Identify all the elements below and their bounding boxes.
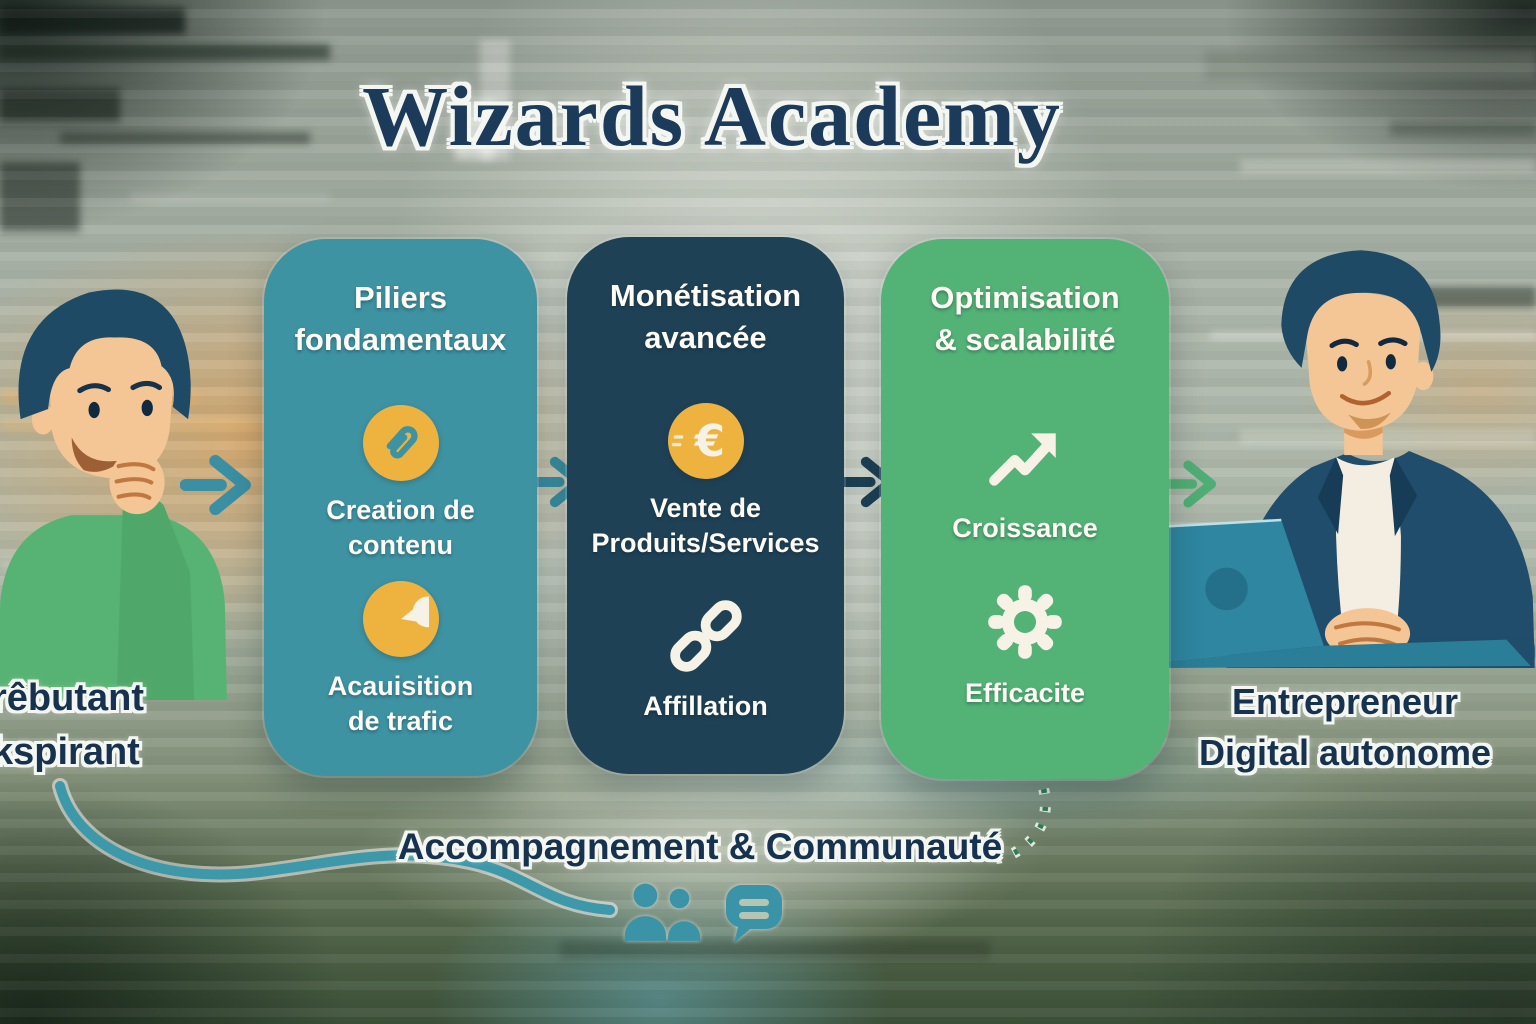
chat-bubble-icon	[726, 885, 782, 943]
pie-chart-icon	[362, 580, 439, 657]
svg-text:€: €	[693, 416, 724, 467]
card-item-label: Croissance	[952, 512, 1098, 543]
card-title: Monétisation avancée	[609, 278, 802, 355]
footer-label: Accompagnement & Communauté	[397, 826, 1003, 867]
glitch-stripe	[560, 940, 990, 960]
glitch-stripe	[455, 100, 495, 160]
arrow-right-icon	[1162, 460, 1217, 508]
card-item-label: Creation de contenu	[326, 494, 475, 560]
card-title: Optimisation & scalabilité	[930, 280, 1120, 357]
beginner-illustration	[0, 289, 227, 700]
glitch-stripe	[0, 8, 185, 34]
gear-icon	[988, 585, 1062, 659]
page-title: Wizards Academy	[362, 68, 1062, 164]
card-optimisation-scalabilite: Optimisation & scalabilité Croissance Ef…	[881, 239, 1169, 779]
dotted-connector-casing	[984, 769, 1051, 865]
glitch-stripe	[130, 192, 330, 202]
beginner-label-line1: rêbutant	[0, 677, 144, 719]
entrepreneur-illustration	[1137, 250, 1535, 668]
glitch-stripe	[1240, 160, 1536, 172]
arrow-right-icon	[180, 454, 251, 516]
glitch-stripe	[60, 132, 310, 144]
card-item-label: Acauisition de trafic	[327, 670, 474, 736]
beginner-label-line2: kspirant	[0, 730, 140, 773]
beginner-label: rêbutant kspirant	[0, 672, 144, 780]
entrepreneur-label: Entrepreneur Digital autonome	[1199, 676, 1491, 778]
euro-coin-icon: €	[667, 402, 744, 479]
entrepreneur-label-line2: Digital autonome	[1198, 732, 1492, 774]
card-item-label: Vente de Produits/Services	[591, 492, 820, 558]
paperclip-icon	[362, 404, 439, 481]
community-curve	[55, 781, 615, 915]
glitch-stripe	[1240, 430, 1536, 444]
card-item-label: Efficacite	[964, 677, 1086, 708]
card-monetisation-avancee: Monétisation avancée € Vente de Produits…	[567, 237, 844, 774]
glitch-stripe	[480, 40, 510, 160]
chain-link-icon	[669, 600, 742, 672]
glitch-stripe	[0, 88, 120, 122]
card-item-label: Affillation	[643, 690, 768, 721]
glitch-stripe	[1205, 50, 1536, 80]
glitch-stripe	[1390, 120, 1536, 136]
people-icon	[624, 883, 701, 941]
trending-up-icon	[989, 433, 1056, 486]
entrepreneur-label-line1: Entrepreneur	[1231, 681, 1459, 722]
card-piliers-fondamentaux: Piliers fondamentaux Creation de contenu…	[264, 239, 537, 776]
glitch-stripe	[0, 44, 330, 60]
glitch-stripe	[0, 162, 80, 232]
card-title: Piliers fondamentaux	[294, 280, 507, 357]
